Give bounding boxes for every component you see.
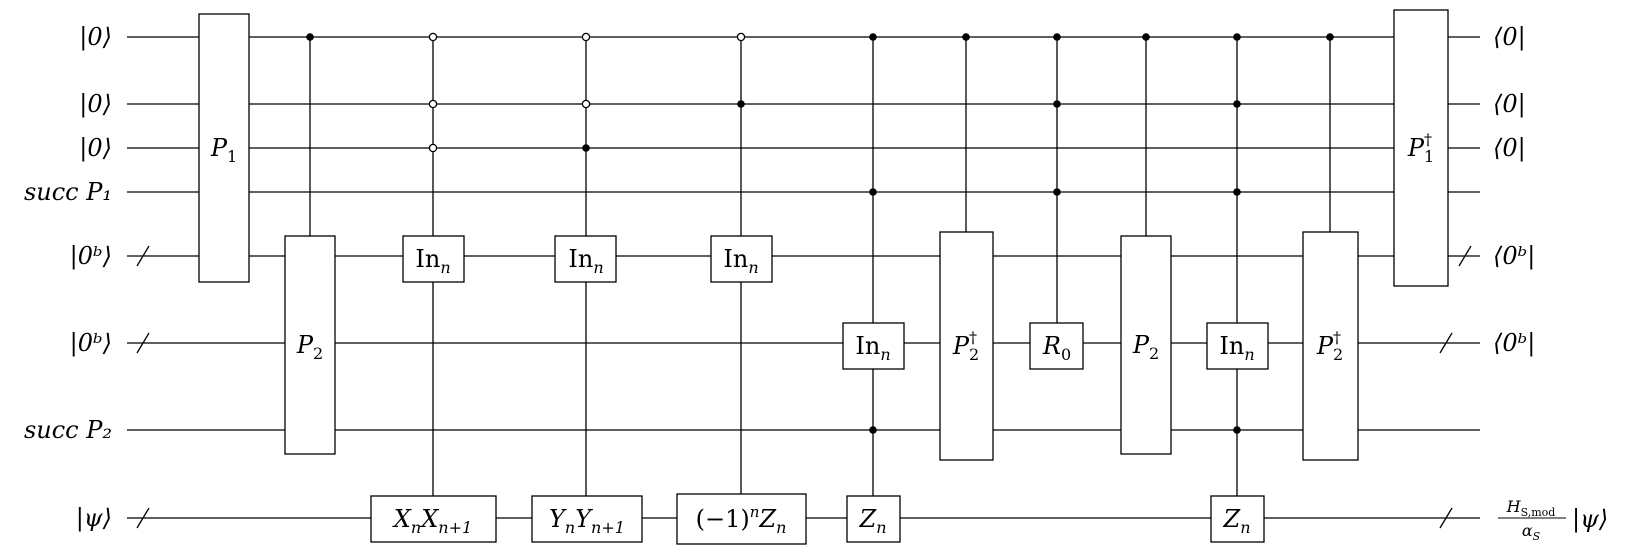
gate-label-In3: Inn: [723, 245, 758, 277]
wire-label-right-q2: ⟨0|: [1493, 134, 1526, 163]
bus-slash-psi-left: [136, 507, 150, 529]
wire-label-left-q1: |0⟩: [79, 90, 112, 119]
right-labels: ⟨0| ⟨0| ⟨0| ⟨0ᵇ| ⟨0ᵇ|: [1493, 23, 1535, 358]
gate-label-YY: YnYn+1: [549, 505, 625, 537]
control-dots: [306, 33, 1334, 434]
wire-label-right-q1: ⟨0|: [1493, 90, 1526, 119]
gate-P1d: [1393, 9, 1449, 287]
gate-In3: [710, 235, 773, 283]
control-dot: [869, 33, 877, 41]
gate-label-P2a: P2: [296, 331, 323, 363]
wire-label-left-q0: |0⟩: [79, 23, 112, 52]
wire-label-left-b1: |0ᵇ⟩: [70, 242, 112, 271]
bus-slash-b2-left: [136, 332, 150, 354]
bus-slash-b1-left: [136, 245, 150, 267]
gate-In4: [842, 322, 905, 370]
gate-label-P1d: P†1: [1407, 130, 1434, 166]
control-dot: [1233, 33, 1241, 41]
gate-label-Z1: Zn: [859, 505, 887, 537]
control-dot: [1233, 426, 1241, 434]
gate-label-XX: XnXn+1: [392, 505, 472, 537]
control-dot: [1142, 33, 1150, 41]
control-dot: [1233, 100, 1241, 108]
gate-label-In4: Inn: [855, 332, 890, 364]
bus-slash-psi-right: [1439, 507, 1453, 529]
control-dot: [1233, 188, 1241, 196]
gate-label-P2b: P2: [1132, 331, 1159, 363]
psi-output-numerator: HS,mod: [1506, 497, 1556, 519]
wire-label-right-b2: ⟨0ᵇ|: [1493, 329, 1535, 358]
open-control-dot: [736, 32, 746, 42]
control-dot: [306, 33, 314, 41]
control-dot: [582, 144, 590, 152]
gate-label-Z2: Zn: [1223, 505, 1251, 537]
gate-label-P2d1: P†2: [952, 328, 979, 364]
control-dot: [1053, 100, 1061, 108]
gate-In1: [402, 235, 465, 283]
open-control-dot: [581, 99, 591, 109]
gate-P2d2: [1302, 231, 1359, 461]
control-dot: [962, 33, 970, 41]
gate-P2a: [284, 235, 336, 455]
bus-slash-b1-right: [1458, 245, 1472, 267]
gate-label-In5: Inn: [1219, 332, 1254, 364]
gate-In2: [554, 235, 617, 283]
wire-label-right-b1: ⟨0ᵇ|: [1493, 242, 1535, 271]
wire-label-left-psi: |ψ⟩: [76, 504, 112, 533]
wire-label-right-q0: ⟨0|: [1493, 23, 1526, 52]
gate-label-R0: R0: [1042, 332, 1071, 364]
bus-slash-b2-right: [1439, 332, 1453, 354]
gate-mZ: [676, 493, 807, 545]
psi-output-ket: |ψ⟩: [1572, 505, 1608, 534]
wire-label-left-b2: |0ᵇ⟩: [70, 329, 112, 358]
control-dot: [1053, 33, 1061, 41]
open-control-dot: [428, 32, 438, 42]
gate-label-In2: Inn: [568, 245, 603, 277]
control-dot: [869, 426, 877, 434]
psi-output-denominator: αS: [1522, 521, 1541, 543]
gate-P1: [198, 13, 250, 283]
gate-Z1: [846, 495, 901, 543]
gate-P2d1: [939, 231, 994, 461]
open-control-dot: [428, 99, 438, 109]
gate-YY: [531, 495, 643, 543]
gate-P2b: [1120, 235, 1172, 455]
control-dot: [869, 188, 877, 196]
gate-R0: [1029, 322, 1084, 370]
open-control-dots: [428, 32, 746, 153]
wire-label-left-s1: succ P₁: [24, 178, 112, 206]
control-dot: [1326, 33, 1334, 41]
control-dot: [1053, 188, 1061, 196]
wire-label-left-s2: succ P₂: [24, 416, 112, 444]
left-labels: |0⟩ |0⟩ |0⟩ succ P₁ |0ᵇ⟩ |0ᵇ⟩ succ P₂ |ψ⟩: [24, 23, 112, 533]
gate-XX: [370, 495, 497, 543]
psi-output-expression: HS,mod αS |ψ⟩: [1498, 497, 1608, 543]
gate-label-P2d2: P†2: [1316, 328, 1343, 364]
open-control-dot: [581, 32, 591, 42]
gate-In5: [1206, 322, 1269, 370]
gate-label-In1: Inn: [415, 245, 450, 277]
gate-label-P1: P1: [210, 134, 237, 166]
gate-boxes: [198, 9, 1449, 545]
open-control-dot: [428, 143, 438, 153]
gate-Z2: [1210, 495, 1265, 543]
circuit-wires: [127, 36, 1480, 519]
control-dot: [737, 100, 745, 108]
wire-label-left-q2: |0⟩: [79, 134, 112, 163]
gate-label-mZ: (−1)nZn: [696, 503, 787, 537]
bus-markers: [136, 245, 1472, 529]
